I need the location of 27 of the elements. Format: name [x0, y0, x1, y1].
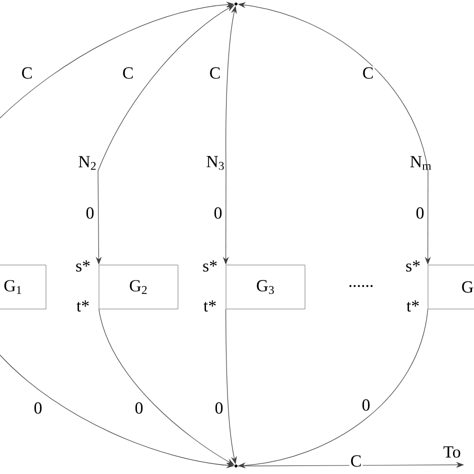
terminal-label: s*	[203, 260, 217, 272]
edge-label: 0	[84, 206, 96, 220]
edge-label: C	[208, 66, 222, 80]
edge-label: 0	[360, 398, 372, 412]
terminal-label: t*	[76, 300, 89, 312]
process-box: G$_{2}$	[98, 264, 178, 310]
edge-label: 0	[414, 206, 426, 220]
process-box: G	[428, 264, 474, 310]
node-label: N$_{3}$	[206, 156, 224, 170]
edge-label: 0	[32, 401, 44, 415]
terminal-label: s*	[406, 260, 420, 272]
terminal-label: t*	[406, 300, 419, 312]
terminal-label: t*	[204, 300, 216, 312]
node-label: To	[444, 446, 460, 458]
edge-label: C	[121, 66, 135, 80]
edge-label: C	[349, 454, 363, 468]
process-box: G$_{1}$	[0, 264, 46, 310]
ellipsis: ......	[349, 285, 373, 287]
edge-label: C	[20, 66, 34, 80]
edge-label: 0	[134, 401, 144, 415]
edge-label: 0	[212, 206, 224, 220]
node-label: N$_{2}$	[78, 156, 96, 170]
terminal-label: s*	[76, 260, 90, 272]
edge-label: C	[361, 66, 375, 80]
node-label: N$_{m}$	[410, 156, 432, 170]
process-box: G$_{3}$	[226, 264, 306, 310]
edge-label: 0	[214, 401, 224, 415]
